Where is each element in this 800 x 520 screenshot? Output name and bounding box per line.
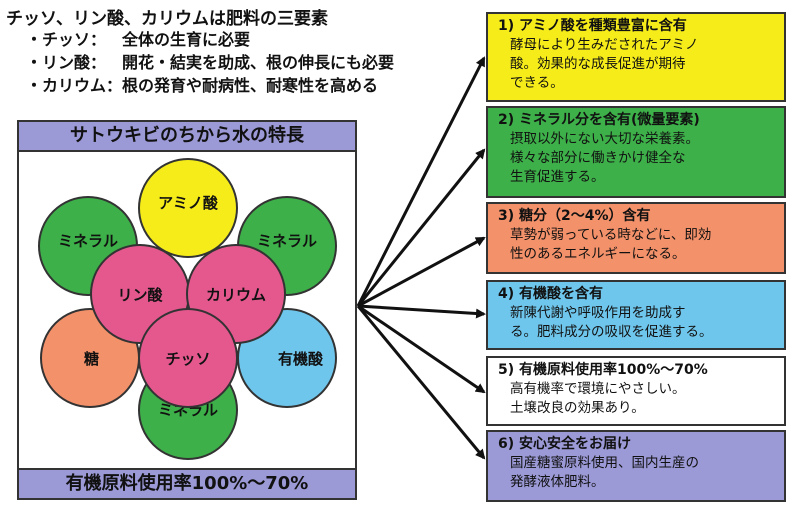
- intro-list: ・チッソ： 全体の生育に必要 ・リン酸： 開花・結実を助成、根の伸長にも必要 ・カリ…: [26, 28, 394, 97]
- feature-line: 新陳代謝や呼吸作用を助成す: [510, 305, 686, 321]
- feature-box-1: 1) アミノ酸を種類豊富に含有 酵母により生みだされたアミノ 酸。効果的な成長促…: [486, 12, 786, 102]
- feature-line: 発酵液体肥料。: [510, 474, 605, 490]
- feature-box-2: 2) ミネラル分を含有(微量要素) 摂取以外にない大切な栄養素。 様々な部分に働…: [486, 106, 786, 198]
- circle-nitrogen: チッソ: [138, 308, 238, 408]
- feature-head: 5) 有機原料使用率100%〜70%: [498, 362, 708, 378]
- feature-box-5: 5) 有機原料使用率100%〜70% 高有機率で環境にやさしい。 土壌改良の効果…: [486, 356, 786, 426]
- feature-line: できる。: [510, 75, 564, 91]
- feature-line: 国産糖蜜原料使用、国内生産の: [510, 455, 699, 471]
- diagram-header: サトウキビのちから水の特長: [17, 120, 357, 152]
- feature-line: 酸。効果的な成長促進が期待: [510, 56, 686, 72]
- intro-item-rinsan: ・リン酸： 開花・結実を助成、根の伸長にも必要: [26, 51, 394, 74]
- feature-box-4: 4) 有機酸を含有 新陳代謝や呼吸作用を助成す る。肥料成分の吸収を促進する。: [486, 280, 786, 350]
- intro-item-chisso: ・チッソ： 全体の生育に必要: [26, 28, 394, 51]
- feature-line: 高有機率で環境にやさしい。: [510, 381, 686, 397]
- feature-line: 酵母により生みだされたアミノ: [510, 37, 699, 53]
- feature-line: る。肥料成分の吸収を促進する。: [510, 324, 713, 340]
- arrow-3: [357, 236, 486, 308]
- arrow-4: [357, 304, 486, 319]
- intro-key: ・リン酸：: [26, 53, 107, 72]
- arrow-2: [356, 148, 486, 307]
- intro-title: チッソ、リン酸、カリウムは肥料の三要素: [6, 9, 328, 29]
- feature-head: 3) 糖分（2〜4%）含有: [498, 208, 651, 224]
- diagram-footer: 有機原料使用率100%〜70%: [17, 468, 357, 500]
- feature-box-6: 6) 安心安全をお届け 国産糖蜜原料使用、国内生産の 発酵液体肥料。: [486, 430, 786, 502]
- feature-line: 性のあるエネルギーになる。: [510, 246, 686, 262]
- arrow-5: [357, 304, 486, 394]
- feature-line: 土壌改良の効果あり。: [510, 400, 645, 416]
- feature-head: 6) 安心安全をお届け: [498, 436, 632, 452]
- feature-head: 4) 有機酸を含有: [498, 286, 604, 302]
- feature-head: 2) ミネラル分を含有(微量要素): [498, 112, 700, 128]
- circle-amino-acid: アミノ酸: [138, 158, 238, 258]
- feature-box-3: 3) 糖分（2〜4%）含有 草勢が弱っている時などに、即効 性のあるエネルギーに…: [486, 202, 786, 274]
- circle-phosphoric-acid: リン酸: [90, 244, 190, 344]
- feature-head: 1) アミノ酸を種類豊富に含有: [498, 18, 687, 34]
- intro-text: 全体の生育に必要: [122, 30, 251, 49]
- arrow-1: [356, 56, 486, 307]
- feature-line: 草勢が弱っている時などに、即効: [510, 227, 712, 243]
- arrow-6: [356, 305, 486, 460]
- feature-line: 生育促進する。: [510, 169, 605, 185]
- feature-line: 様々な部分に働きかけ健全な: [510, 150, 686, 166]
- intro-text: 根の発育や耐病性、耐寒性を高める: [122, 76, 379, 95]
- intro-key: ・カリウム：: [26, 76, 123, 95]
- intro-item-kalium: ・カリウム：根の発育や耐病性、耐寒性を高める: [26, 74, 394, 97]
- intro-text: 開花・結実を助成、根の伸長にも必要: [122, 53, 395, 72]
- feature-line: 摂取以外にない大切な栄養素。: [510, 131, 699, 147]
- intro-key: ・チッソ：: [26, 30, 107, 49]
